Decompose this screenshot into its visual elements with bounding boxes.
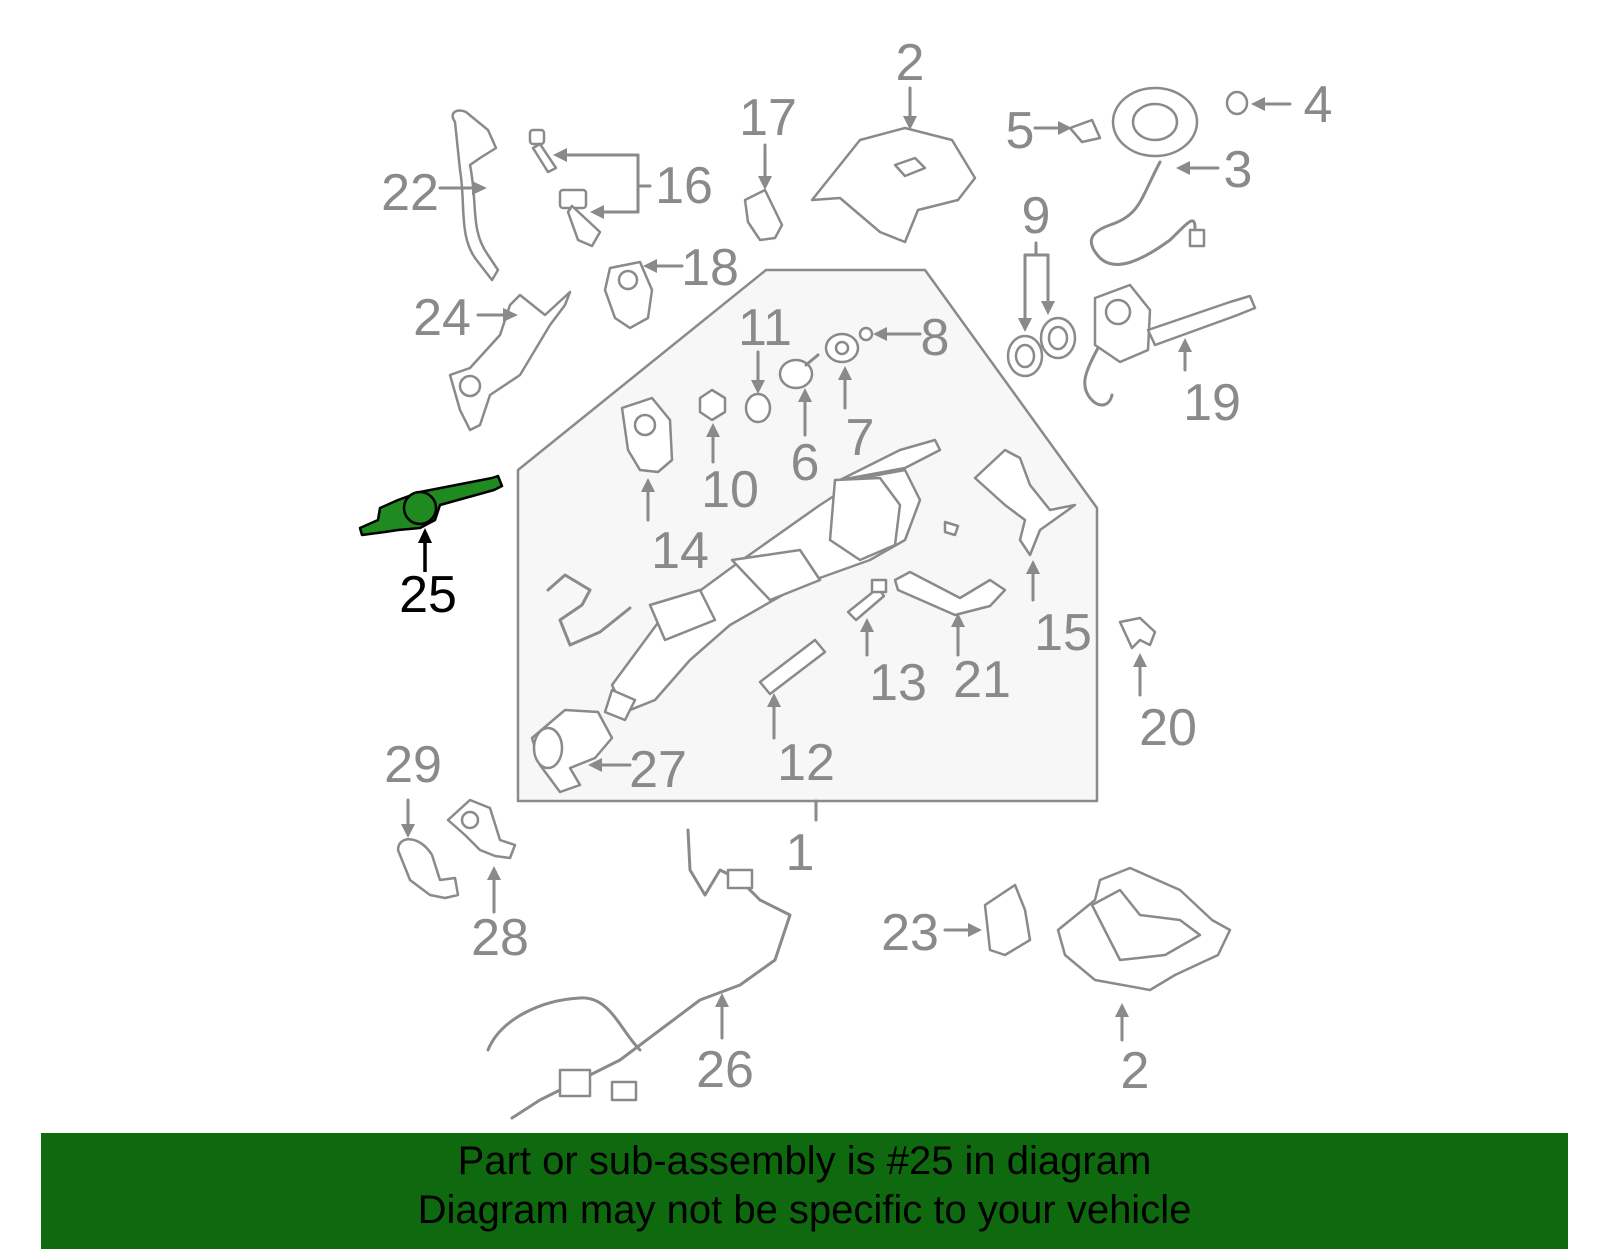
- banner-line-1: Part or sub-assembly is #25 in diagram: [457, 1139, 1152, 1183]
- part-15-bracket: [973, 448, 1077, 557]
- arrow-20: [1133, 653, 1147, 697]
- callout-3: 3: [1224, 141, 1253, 199]
- part-10-nut: [698, 388, 727, 422]
- part-16-fasteners: [528, 128, 602, 248]
- part-24-bracket: [448, 290, 572, 432]
- arrow-6: [798, 388, 812, 437]
- part-27-ignition-housing: [530, 708, 614, 794]
- callout-13: 13: [869, 654, 927, 712]
- arrow-2-top: [903, 86, 917, 130]
- callout-2-bottom: 2: [1121, 1042, 1150, 1100]
- part-3-clock-spring: [1089, 86, 1206, 266]
- arrow-16: [553, 148, 652, 219]
- callout-29: 29: [384, 736, 442, 794]
- callout-12: 12: [777, 734, 835, 792]
- arrow-21: [951, 613, 965, 657]
- callout-27: 27: [629, 741, 687, 799]
- part-2-lower-cover: [1056, 866, 1232, 992]
- arrow-5: [1033, 121, 1072, 135]
- part-26-wiring-harness: [486, 828, 792, 1120]
- arrow-11: [751, 350, 765, 394]
- arrow-23: [943, 923, 982, 937]
- part-18-lock-cylinder: [603, 260, 654, 330]
- info-banner: Part or sub-assembly is #25 in diagram D…: [41, 1133, 1568, 1249]
- part-9-seals: [1006, 316, 1077, 378]
- arrow-15: [1026, 560, 1040, 602]
- callout-1: 1: [786, 824, 815, 882]
- callout-21: 21: [953, 651, 1011, 709]
- arrow-7: [838, 366, 852, 410]
- arrow-24: [476, 308, 518, 322]
- arrow-8: [873, 327, 922, 341]
- arrow-2-bottom: [1115, 1003, 1129, 1042]
- arrow-4: [1251, 97, 1292, 111]
- part-12-shaft: [758, 638, 827, 696]
- part-28-bracket: [446, 798, 517, 860]
- callout-23: 23: [881, 904, 939, 962]
- callout-17: 17: [739, 89, 797, 147]
- part-13-bolt: [846, 578, 888, 622]
- callout-20: 20: [1139, 699, 1197, 757]
- callout-14: 14: [651, 522, 709, 580]
- callout-8: 8: [921, 309, 950, 367]
- part-2-upper-cover: [810, 126, 977, 244]
- part-23-cover: [983, 883, 1032, 957]
- arrow-18: [643, 259, 684, 273]
- part-6-sensor: [778, 353, 820, 390]
- part-7-gear: [824, 332, 860, 364]
- callout-25: 25: [399, 566, 457, 624]
- part-8-washer: [858, 326, 874, 342]
- part-small-clip: [943, 520, 960, 537]
- part-19-combination-switch: [1083, 283, 1257, 407]
- part-20-clip: [1118, 616, 1157, 650]
- callout-16: 16: [655, 157, 713, 215]
- arrow-26: [715, 993, 729, 1040]
- arrow-10: [706, 423, 720, 464]
- arrow-22: [438, 181, 487, 195]
- part-5-clip: [1068, 118, 1102, 144]
- arrow-14: [641, 478, 655, 522]
- callout-7: 7: [846, 409, 875, 467]
- callout-4: 4: [1304, 76, 1333, 134]
- part-4-ring: [1225, 90, 1249, 116]
- callout-2-top: 2: [896, 34, 925, 92]
- callout-6: 6: [791, 434, 820, 492]
- callout-9: 9: [1022, 187, 1051, 245]
- callout-28: 28: [471, 909, 529, 967]
- part-22-shift-lever: [451, 109, 500, 282]
- callout-10: 10: [701, 461, 759, 519]
- part-wire-bracket: [546, 573, 632, 647]
- callout-labels: 1 2 2 3 4 5 6 7 8 9 10 11 12 13 14 15 16…: [381, 34, 1332, 1100]
- arrow-25: [418, 528, 432, 572]
- part-21-strap: [893, 570, 1007, 617]
- arrow-27: [588, 758, 632, 772]
- callout-15: 15: [1034, 604, 1092, 662]
- arrow-9: [1018, 241, 1055, 332]
- callout-5: 5: [1006, 102, 1035, 160]
- callout-22: 22: [381, 164, 439, 222]
- arrow-17: [758, 143, 772, 190]
- arrow-29: [401, 798, 415, 838]
- arrow-12: [767, 693, 781, 740]
- callout-26: 26: [696, 1041, 754, 1099]
- callout-11: 11: [738, 299, 792, 357]
- arrow-28: [487, 866, 501, 914]
- arrow-3: [1176, 161, 1220, 175]
- part-29-plate: [396, 838, 460, 900]
- banner-line-2: Diagram may not be specific to your vehi…: [417, 1188, 1192, 1232]
- part-1-steering-column: [603, 438, 942, 722]
- callout-24: 24: [413, 289, 471, 347]
- arrow-19: [1178, 338, 1192, 372]
- part-25-turn-signal-switch: [358, 474, 504, 537]
- parts-diagram: 1 2 2 3 4 5 6 7 8 9 10 11 12 13 14 15 16…: [358, 34, 1332, 1120]
- callout-18: 18: [681, 239, 739, 297]
- part-11-bushing: [744, 392, 772, 424]
- callout-19: 19: [1183, 374, 1241, 432]
- part-17-switch: [743, 188, 784, 242]
- part-14-housing: [620, 396, 674, 474]
- arrow-13: [860, 618, 874, 657]
